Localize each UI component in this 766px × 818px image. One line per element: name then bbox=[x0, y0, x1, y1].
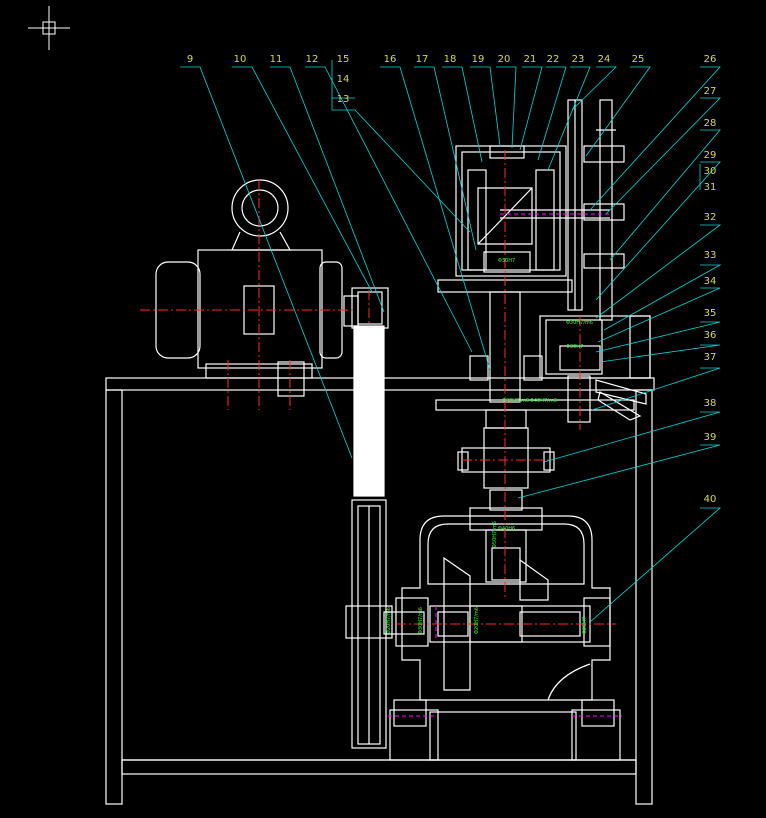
crosshair-cursor-icon bbox=[28, 6, 70, 50]
part-number-labels: 9 10 11 12 15 14 13 16 17 18 19 20 21 22 23 24 25 26 27 28 2… bbox=[187, 54, 717, 505]
part-number-label: 24 bbox=[598, 54, 611, 65]
leader-lines bbox=[180, 60, 722, 623]
part-number-label: 15 bbox=[337, 54, 350, 65]
fit-annotation: Φ50H7/m6 bbox=[492, 521, 498, 548]
fit-annotation: Φ40H7/m6 bbox=[530, 398, 557, 404]
part-number-label: 40 bbox=[704, 494, 717, 505]
follower-block bbox=[539, 315, 651, 423]
fit-annotation: Φ30H7/m6 bbox=[566, 320, 593, 326]
part-number-label: 17 bbox=[416, 54, 429, 65]
part-number-label: 23 bbox=[572, 54, 585, 65]
part-number-label: 18 bbox=[444, 54, 457, 65]
part-number-label: 12 bbox=[306, 54, 319, 65]
fit-annotation: Φ20H7/m6 bbox=[474, 607, 480, 634]
part-number-label: 20 bbox=[498, 54, 511, 65]
part-number-label: 32 bbox=[704, 212, 717, 223]
part-number-label: 25 bbox=[632, 54, 645, 65]
part-number-label: 28 bbox=[704, 118, 717, 129]
fit-annotation: Φ25H7 bbox=[582, 617, 588, 634]
part-number-label: 39 bbox=[704, 432, 717, 443]
part-number-label: 14 bbox=[337, 74, 350, 85]
hidden-lines bbox=[388, 213, 622, 717]
cam-lever-mechanism bbox=[567, 99, 625, 321]
part-number-label: 16 bbox=[384, 54, 397, 65]
part-number-label: 33 bbox=[704, 250, 717, 261]
part-number-label: 37 bbox=[704, 352, 717, 363]
part-number-label: 29 bbox=[704, 150, 717, 161]
part-number-label: 38 bbox=[704, 398, 717, 409]
part-number-label: 36 bbox=[704, 330, 717, 341]
center-lines bbox=[140, 150, 616, 625]
upper-drive-head bbox=[437, 145, 610, 293]
part-number-label: 13 bbox=[337, 94, 350, 105]
fit-annotation: Φ30H7/m6 bbox=[418, 607, 424, 634]
part-number-label: 10 bbox=[234, 54, 247, 65]
part-number-label: 19 bbox=[472, 54, 485, 65]
fit-annotation: Φ30H7 bbox=[566, 344, 583, 350]
part-number-label: 27 bbox=[704, 86, 717, 97]
part-number-label: 31 bbox=[704, 182, 717, 193]
part-number-label: 9 bbox=[187, 54, 193, 65]
part-number-label: 34 bbox=[704, 276, 717, 287]
fit-annotation: Φ20H7/m6 bbox=[386, 607, 392, 634]
gearbox-housing bbox=[389, 507, 621, 761]
part-number-label: 11 bbox=[270, 54, 283, 65]
part-number-label: 21 bbox=[524, 54, 537, 65]
fit-annotation: Φ40H6 bbox=[498, 526, 515, 532]
part-number-label: 26 bbox=[704, 54, 717, 65]
fit-annotation: Φ30H7 bbox=[498, 258, 515, 264]
fit-annotation: Φ30H7/m6 bbox=[502, 398, 529, 404]
part-number-label: 30 bbox=[704, 166, 717, 177]
part-number-label: 35 bbox=[704, 308, 717, 319]
part-number-label: 22 bbox=[547, 54, 560, 65]
belt-drive bbox=[345, 287, 425, 749]
